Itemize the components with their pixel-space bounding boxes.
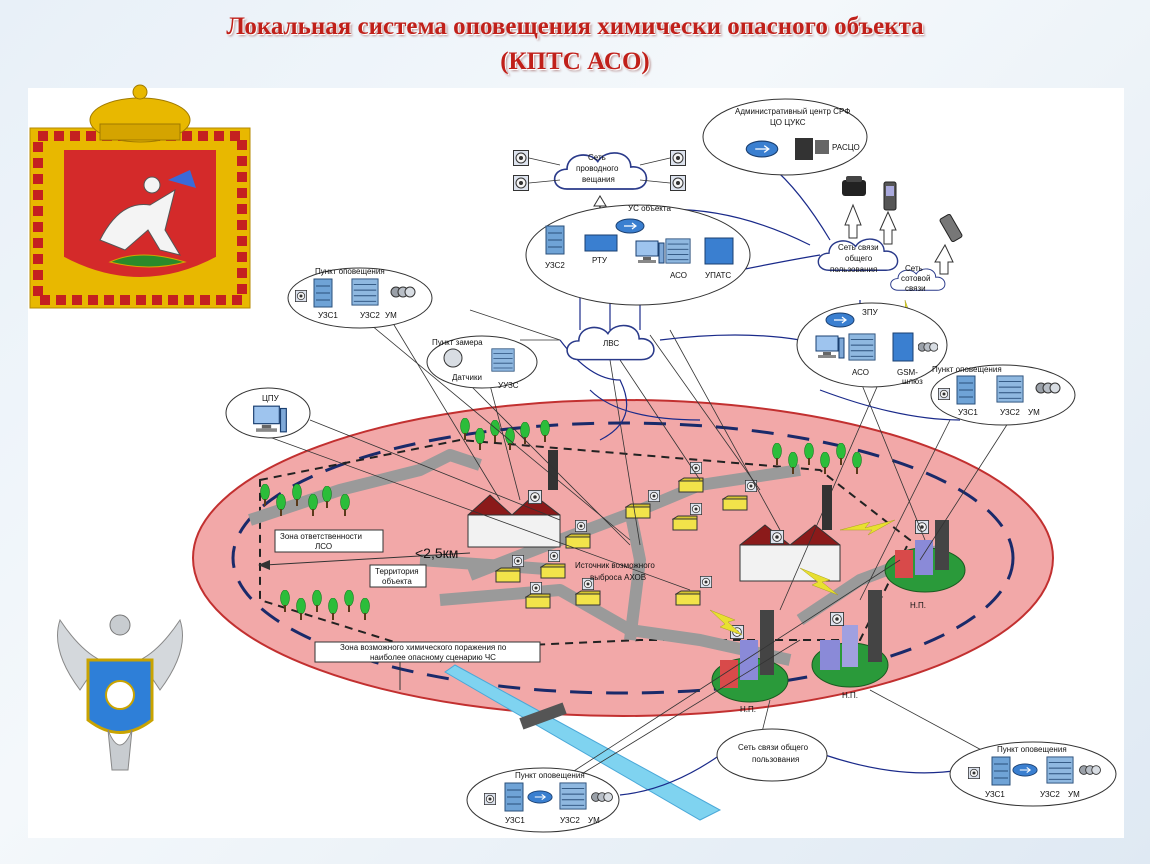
territory-label-2: объекта <box>382 577 412 586</box>
wired-network-label-1: Сеть <box>588 153 606 162</box>
notify-point-bl-node-1: УЗС1 <box>505 816 525 825</box>
notify-point-br-node-2: УЗС2 <box>1040 790 1060 799</box>
connection-lines <box>249 309 1011 781</box>
chem-zone-label-2: наиболее опасному сценарию ЧС <box>370 653 496 662</box>
notify-point-bl-node <box>466 767 620 833</box>
admin-center-title: Административный центр СРФ <box>735 107 850 116</box>
admin-center-node <box>702 98 868 176</box>
zone-responsibility-callout <box>258 529 471 570</box>
moscow-region-coat-of-arms-icon <box>29 84 251 309</box>
us-object-node <box>525 204 751 306</box>
mobile-phone-icon <box>883 181 963 243</box>
us-object-node-3: АСО <box>670 271 687 280</box>
lan-label: ЛВС <box>603 339 619 348</box>
zpu-title: ЗПУ <box>862 308 879 317</box>
measure-point-node-1: Датчики <box>452 373 482 382</box>
notify-point-br-node-3: УМ <box>1068 790 1080 799</box>
notify-point-r-node <box>930 364 1076 426</box>
chem-zone-label-1: Зона возможного химического поражения по <box>340 643 507 652</box>
cpu-node <box>225 387 311 439</box>
measure-point-node <box>426 335 538 389</box>
zpu-node-3: шлюз <box>902 377 923 386</box>
cellular-network-label-3: связи <box>905 284 926 293</box>
zpu-node-2: GSM- <box>897 368 918 377</box>
measure-point-node-2: УУЗС <box>498 381 519 390</box>
notify-point-bl-node-2: УЗС2 <box>560 816 580 825</box>
notify-point-tl-title: Пункт оповещения <box>315 267 385 276</box>
public-network-label-1: Сеть связи <box>838 243 879 252</box>
cellular-network-label-2: сотовой <box>901 274 930 283</box>
settlement-label-1: Н.П. <box>910 601 926 610</box>
wired-network-label-3: вещания <box>582 175 615 184</box>
source-label-1: Источник возможного <box>575 561 655 570</box>
zone-responsibility-label-2: ЛСО <box>315 542 332 551</box>
admin-center-subtitle: ЦО ЦУКС <box>770 118 806 127</box>
notify-point-r-title: Пункт оповещения <box>932 365 1002 374</box>
notify-point-br-node-1: УЗС1 <box>985 790 1005 799</box>
arrow-up-icon <box>593 195 607 207</box>
notify-point-tl-node <box>287 267 433 329</box>
public-network-label-3: пользования <box>830 265 877 274</box>
page-title-line1: Локальная система оповещения химически о… <box>226 13 924 40</box>
factory-icon <box>467 450 841 582</box>
object-territory-boundary <box>259 438 912 652</box>
public-network-bottom-node <box>716 728 828 782</box>
river <box>444 664 722 821</box>
notify-point-r-node-1: УЗС1 <box>958 408 978 417</box>
us-object-title: УС объекта <box>628 204 671 213</box>
zpu-node <box>796 302 948 388</box>
cpu-label: ЦПУ <box>262 394 280 403</box>
zpu-node-1: АСО <box>852 368 869 377</box>
emercom-emblem-icon <box>57 614 183 771</box>
public-network-label-2: общего <box>845 254 873 263</box>
wired-network-label-2: проводного <box>576 164 619 173</box>
phone-icon <box>842 176 866 196</box>
notify-point-br-node <box>949 741 1117 807</box>
zone-responsibility-label-1: Зона ответственности <box>280 532 362 541</box>
notify-point-bl-title: Пункт оповещения <box>515 771 585 780</box>
chem-zone-callout <box>314 641 541 663</box>
notify-point-bl-node-3: УМ <box>588 816 600 825</box>
notify-point-br-title: Пункт оповещения <box>997 745 1067 754</box>
responsibility-zone-boundary <box>231 421 1015 695</box>
notify-point-tl-node-2: УЗС2 <box>360 311 380 320</box>
measure-point-title: Пункт замера <box>432 338 483 347</box>
us-object-node-4: УПАТС <box>705 271 731 280</box>
territory-callout <box>369 564 427 588</box>
settlement-icons <box>711 520 966 703</box>
notify-point-r-node-3: УМ <box>1028 408 1040 417</box>
source-label-2: выброса АХОВ <box>590 573 646 582</box>
arrow-up-icons <box>844 203 954 275</box>
distance-label: <2,5км <box>415 545 458 561</box>
page-title-line2: (КПТС АСО) <box>500 48 650 75</box>
notify-point-r-node-2: УЗС2 <box>1000 408 1020 417</box>
us-object-node-1: УЗС2 <box>545 261 565 270</box>
public-network-bottom-label-1: Сеть связи общего <box>738 743 809 752</box>
public-network-bottom-label-2: пользования <box>752 755 799 764</box>
us-object-node-2: РТУ <box>592 256 608 265</box>
cellular-network-label-1: Сеть <box>905 264 923 273</box>
settlement-label-2: Н.П. <box>740 705 756 714</box>
notify-point-tl-node-3: УМ <box>385 311 397 320</box>
territory-label-1: Территория <box>375 567 419 576</box>
settlement-label-3: Н.П. <box>842 691 858 700</box>
wired-network-links <box>528 157 671 184</box>
admin-center-node-label: РАСЦО <box>832 143 860 152</box>
notify-point-tl-node-1: УЗС1 <box>318 311 338 320</box>
